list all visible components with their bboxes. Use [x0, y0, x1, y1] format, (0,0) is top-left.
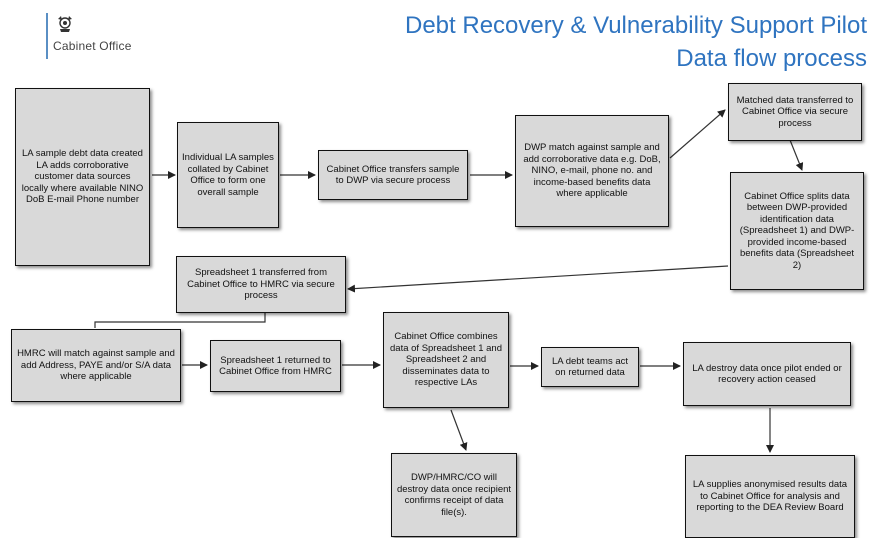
box-ss1-returned-text: Spreadsheet 1 returned to Cabinet Office…	[219, 354, 332, 378]
box-individual-samples: Individual LA samples collated by Cabine…	[177, 122, 279, 228]
box-co-transfers-sample: Cabinet Office transfers sample to DWP v…	[318, 150, 468, 200]
box-co-combines: Cabinet Office combines data of Spreadsh…	[383, 312, 509, 408]
box-ss1-transferred-text: Spreadsheet 1 transferred from Cabinet O…	[187, 267, 335, 302]
box-co-transfers-sample-text: Cabinet Office transfers sample to DWP v…	[326, 163, 460, 187]
box-la-supplies-results-text: LA supplies anonymised results data to C…	[692, 479, 848, 514]
page-subtitle: Data flow process	[676, 45, 867, 72]
arrow-matched-to-splits	[789, 139, 804, 171]
box-la-sample-debt: LA sample debt data created LA adds corr…	[15, 88, 150, 266]
arrow-combines-to-dwp-destroy	[450, 409, 468, 451]
box-la-destroy-text: LA destroy data once pilot ended or reco…	[692, 362, 842, 386]
arrow-splits-to-ss1	[347, 265, 729, 293]
logo-text: Cabinet Office	[53, 39, 132, 53]
connector-ss1-to-hmrc	[94, 313, 266, 328]
box-dwp-hmrc-co-destroy: DWP/HMRC/CO will destroy data once recip…	[391, 453, 517, 537]
box-individual-samples-text: Individual LA samples collated by Cabine…	[182, 152, 274, 198]
page-title: Debt Recovery & Vulnerability Support Pi…	[405, 12, 867, 39]
arrow-dwp-to-matched	[669, 109, 726, 159]
box-ss1-transferred: Spreadsheet 1 transferred from Cabinet O…	[176, 256, 346, 313]
box-ss1-returned: Spreadsheet 1 returned to Cabinet Office…	[210, 340, 341, 392]
logo-divider	[46, 13, 48, 59]
box-la-supplies-results: LA supplies anonymised results data to C…	[685, 455, 855, 538]
box-la-debt-teams-text: LA debt teams act on returned data	[551, 355, 629, 379]
box-matched-transferred-text: Matched data transferred to Cabinet Offi…	[736, 94, 854, 129]
box-dwp-match-text: DWP match against sample and add corrobo…	[523, 142, 661, 200]
box-la-destroy: LA destroy data once pilot ended or reco…	[683, 342, 851, 406]
box-hmrc-match-text: HMRC will match against sample and add A…	[17, 348, 175, 383]
box-la-debt-teams: LA debt teams act on returned data	[541, 347, 639, 387]
box-dwp-match: DWP match against sample and add corrobo…	[515, 115, 669, 227]
cabinet-office-logo: Cabinet Office	[46, 13, 166, 59]
box-co-splits-data-text: Cabinet Office splits data between DWP-p…	[739, 190, 855, 271]
box-matched-transferred: Matched data transferred to Cabinet Offi…	[728, 83, 862, 141]
box-dwp-hmrc-co-destroy-text: DWP/HMRC/CO will destroy data once recip…	[396, 472, 512, 518]
box-hmrc-match: HMRC will match against sample and add A…	[11, 329, 181, 402]
box-la-sample-debt-text: LA sample debt data created LA adds corr…	[21, 148, 144, 206]
box-co-splits-data: Cabinet Office splits data between DWP-p…	[730, 172, 864, 290]
box-co-combines-text: Cabinet Office combines data of Spreadsh…	[390, 331, 502, 389]
royal-crest-icon	[58, 16, 72, 32]
